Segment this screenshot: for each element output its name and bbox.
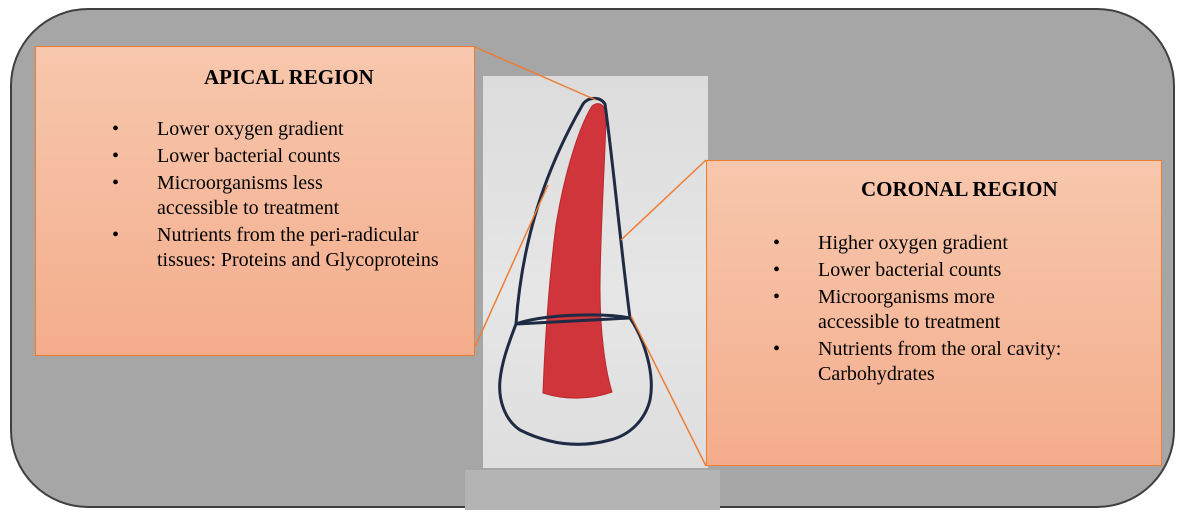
bullet-icon: • xyxy=(112,144,119,169)
apical-region-title: APICAL REGION xyxy=(204,65,374,90)
bullet-icon: • xyxy=(112,117,119,142)
list-item: •Higher oxygen gradient xyxy=(773,231,1103,256)
bullet-icon: • xyxy=(773,337,780,362)
root-canal-pulp xyxy=(543,104,612,398)
bullet-icon: • xyxy=(773,258,780,283)
coronal-region-list: •Higher oxygen gradient •Lower bacterial… xyxy=(773,231,1103,389)
bullet-icon: • xyxy=(112,223,119,248)
list-item: •Nutrients from the oral cavity: Carbohy… xyxy=(773,337,1103,387)
coronal-connector-top xyxy=(621,160,706,240)
bullet-icon: • xyxy=(773,285,780,310)
list-item: •Lower bacterial counts xyxy=(112,144,452,169)
list-item: •Lower bacterial counts xyxy=(773,258,1103,283)
apical-region-list: •Lower oxygen gradient •Lower bacterial … xyxy=(112,117,452,275)
list-item: •Microorganisms less accessible to treat… xyxy=(112,171,405,221)
bullet-icon: • xyxy=(773,231,780,256)
coronal-region-title: CORONAL REGION xyxy=(861,177,1058,202)
apical-region-box: APICAL REGION •Lower oxygen gradient •Lo… xyxy=(35,46,475,356)
apical-connector-top xyxy=(475,47,596,100)
list-item: •Nutrients from the peri-radicular tissu… xyxy=(112,223,452,273)
coronal-region-box: CORONAL REGION •Higher oxygen gradient •… xyxy=(706,160,1162,466)
bullet-icon: • xyxy=(112,171,119,196)
coronal-connector-bottom xyxy=(631,316,706,466)
list-item: •Microorganisms more accessible to treat… xyxy=(773,285,1068,335)
list-item: •Lower oxygen gradient xyxy=(112,117,452,142)
